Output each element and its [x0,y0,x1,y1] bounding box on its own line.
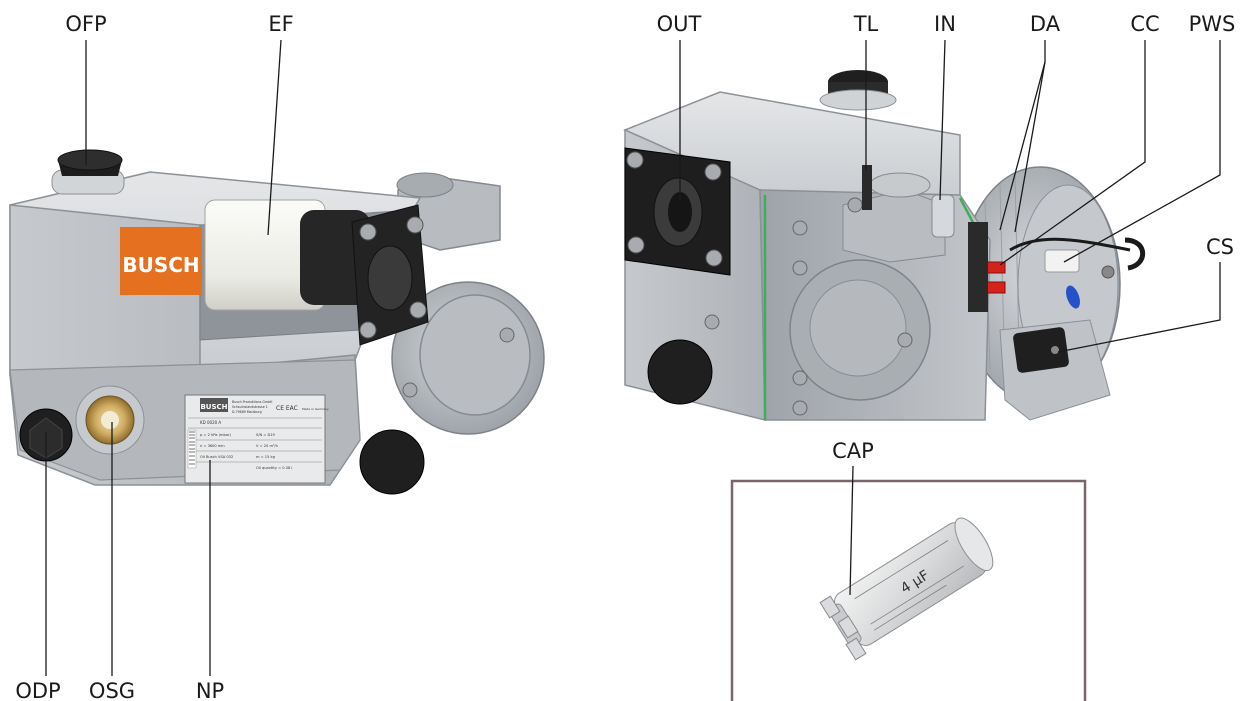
outlet-flange-bolt [704,163,722,181]
nameplate-row4-right: Oil quantity = 0.38 l [256,466,292,470]
pump-right-bolt [897,332,913,348]
power-cable [1124,237,1146,271]
leader-cs [1057,262,1221,353]
power-cable [1009,237,1131,252]
motor-ground-screw [1101,265,1115,279]
nameplate-row1-left: p = 2 hPa (mbar) [200,433,231,437]
label-pws: PWS [1189,12,1236,36]
pump-right-bolt [792,260,808,276]
nameplate-address-1: Schauinslandstrasse 1 [232,405,268,409]
exhaust-flange-opening [367,245,413,311]
nameplate-company: Busch Produktions GmbH [232,400,273,404]
blue-connector [1066,285,1080,309]
outlet-opening-inner [668,192,692,232]
pump-right-round-cover-inner [809,279,907,377]
pump-left-side-plug [359,429,425,495]
pump-right-top-plug-collar [819,89,897,111]
pump-right-bolt [792,370,808,386]
pump-left-bolt [402,382,418,398]
pump-left-view: BUSCH BUSCH Busch Produktions GmbH Schau… [9,149,545,495]
label-osg: OSG [89,679,135,701]
pump-right-view [623,70,1146,421]
capacitor-inset: 4 µF [730,479,1087,701]
outlet-flange-bolt [627,236,645,254]
exhaust-flange-bolt [406,216,424,234]
outlet-flange-bolt [705,249,723,267]
label-ofp: OFP [65,12,106,36]
nameplate-country: Made in Germany [302,407,329,411]
label-out: OUT [657,12,702,36]
nameplate-logo: BUSCH [200,403,227,411]
label-np: NP [196,679,224,701]
busch-logo-text: BUSCH [122,253,199,277]
nameplate: BUSCH Busch Produktions GmbH Schauinslan… [184,394,329,484]
inlet-cap [869,172,931,198]
exhaust-flange-bolt [359,321,377,339]
oil-sight-glass-center [101,411,119,429]
label-cc: CC [1130,12,1159,36]
terminal-block [968,222,988,312]
terminal-strip [1044,249,1080,273]
leader-in [939,39,946,201]
label-odp: ODP [15,679,60,701]
nameplate-model: KD 0020 A [200,420,221,425]
leader-lines [45,39,1221,676]
nameplate-row3-left: Oil Busch VSA 032 [200,455,233,459]
capacitor-on-motor [1013,327,1069,373]
leader-da-branch [1014,61,1046,233]
leader-ef [267,39,282,236]
leader-pws [1063,40,1221,263]
capacitor-tab [819,595,841,619]
nameplate-row1-right: S/N = D19 [256,433,276,437]
nameplate-row2-right: V = 20 m³/h [256,444,278,448]
nameplate-row3-right: m = 15 kg [256,455,275,459]
pump-right-bolt [792,400,808,416]
oil-fill-plug-top [57,149,123,171]
nameplate-row2-left: n = 3600 min [200,444,225,448]
label-cs: CS [1206,235,1234,259]
capacitor-tab [845,637,867,661]
label-da: DA [1030,12,1061,36]
inlet-nozzle [931,194,955,238]
pump-right-bolt [847,197,863,213]
capacitor-screw [1051,346,1059,354]
label-in: IN [934,12,956,36]
leader-cc [999,40,1146,266]
exhaust-flange-bolt [359,223,377,241]
busch-logo-left: BUSCH [120,227,202,295]
pump-right-bolt [704,314,720,330]
pump-left-rear-cover [419,294,531,416]
capacitor-tab [837,615,859,639]
callout-labels: OFP EF ODP OSG NP OUT TL IN DA CC PWS CS… [15,12,1235,701]
pump-right-bolt [792,220,808,236]
label-cap: CAP [832,439,874,463]
pump-left-bolt [499,327,515,343]
outlet-flange-bolt [626,151,644,169]
tube-line [862,165,872,210]
exhaust-flange-bolt [409,301,427,319]
label-tl: TL [853,12,879,36]
leader-cap [849,465,854,596]
nameplate-address-2: D-79689 Maulburg [232,410,262,414]
label-ef: EF [268,12,293,36]
nameplate-ce-mark: CE EAC [276,405,298,412]
pump-right-bottom-plug [647,339,713,405]
pump-left-top-cap [396,172,454,198]
